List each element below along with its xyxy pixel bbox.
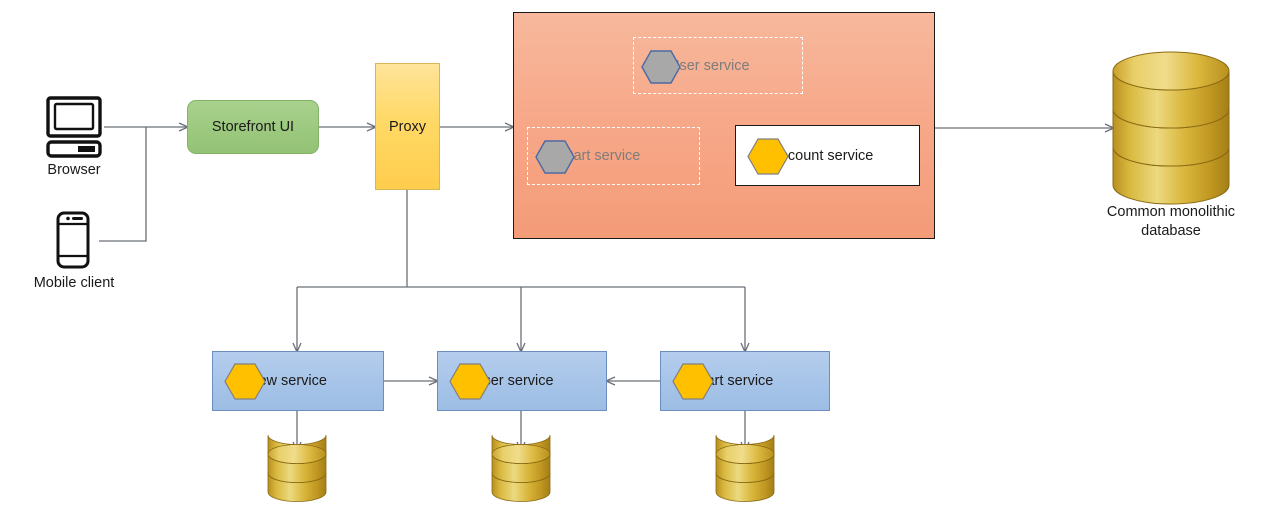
service-database-icon-cart-service: [715, 434, 775, 502]
legacy-user-service-node[interactable]: User service: [633, 37, 803, 94]
microservice-new-service-node[interactable]: New service: [212, 351, 384, 411]
hexagon-icon-account-service: [747, 138, 789, 175]
hexagon-icon-cart-service: [672, 363, 714, 400]
service-database-icon-user-service: [491, 434, 551, 502]
microservice-user-service-node[interactable]: User service: [437, 351, 607, 411]
storefront-ui-node[interactable]: Storefront UI: [187, 100, 319, 154]
hexagon-icon-user-service: [449, 363, 491, 400]
microservice-new-service-label: New service: [248, 373, 327, 389]
proxy-node[interactable]: Proxy: [375, 63, 440, 190]
proxy-label: Proxy: [388, 118, 427, 135]
common-database-caption-line1: Common monolithic: [1106, 204, 1236, 220]
hexagon-icon-legacy-cart-service: [535, 140, 575, 174]
microservice-user-service-label: User service: [473, 373, 554, 389]
legacy-cart-service-label: Cart service: [563, 148, 641, 164]
account-service-node[interactable]: Account service: [735, 125, 920, 186]
microservice-cart-service-node[interactable]: Cart service: [660, 351, 830, 411]
browser-label: Browser: [47, 162, 101, 178]
hexagon-icon-new-service: [224, 363, 266, 400]
common-monolithic-database-icon: [1112, 51, 1230, 205]
common-database-caption: Common monolithic database: [1071, 203, 1271, 241]
legacy-cart-service-node[interactable]: Cart service: [527, 127, 700, 185]
mobile-client-label: Mobile client: [33, 275, 115, 291]
microservice-cart-service-label: Cart service: [696, 373, 774, 389]
desktop-computer-icon: [46, 96, 102, 158]
storefront-ui-label: Storefront UI: [211, 119, 295, 135]
service-database-icon-new-service: [267, 434, 327, 502]
account-service-label: Account service: [771, 147, 874, 164]
legacy-user-service-label: User service: [669, 57, 750, 74]
common-database-caption-line2: database: [1141, 222, 1201, 239]
hexagon-icon-legacy-user-service: [641, 50, 681, 84]
mobile-phone-icon: [56, 211, 90, 269]
